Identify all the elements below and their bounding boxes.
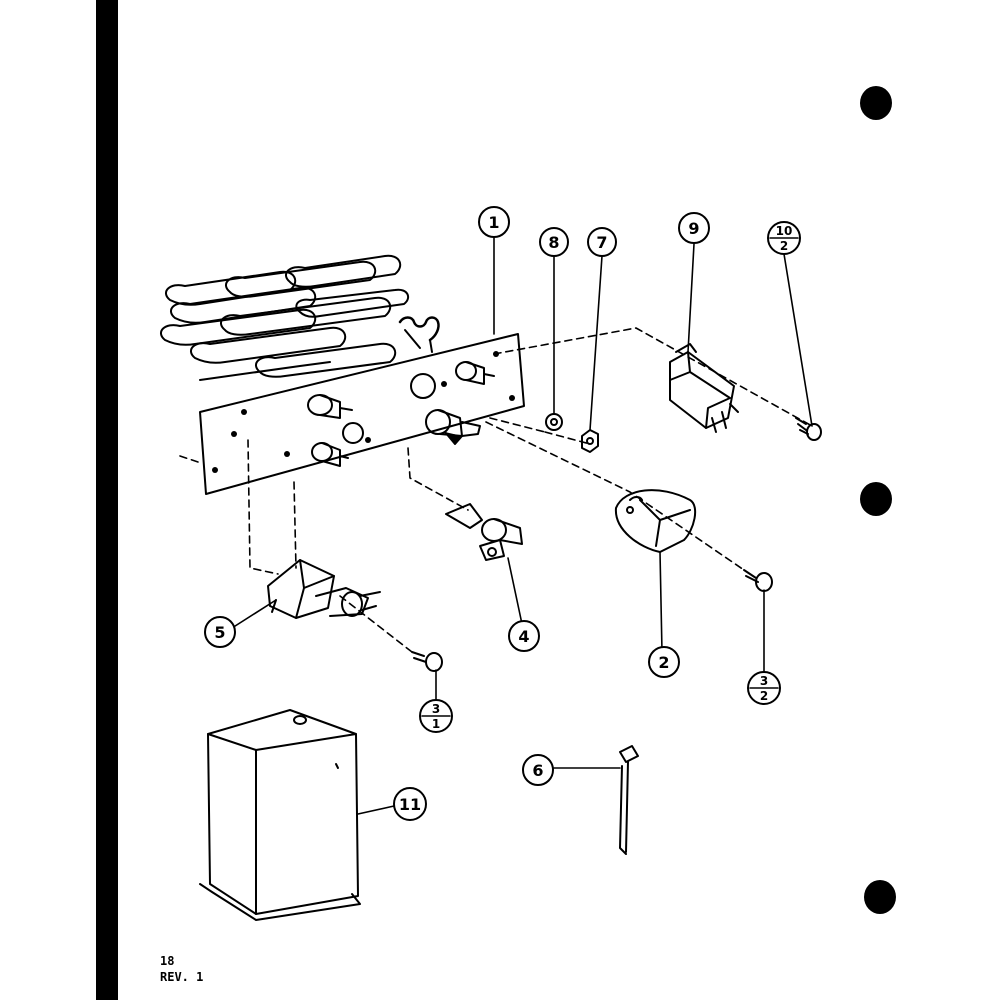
callout-label-10-2-bottom: 2 (780, 239, 788, 253)
relay-part-9 (669, 343, 739, 433)
switch-part-5 (267, 559, 381, 619)
plate-hole-4 (212, 467, 218, 473)
plate-knockout-2 (410, 373, 436, 399)
key-part-6 (619, 745, 639, 855)
punch-hole-bottom (864, 880, 896, 914)
screw-part-3-2 (743, 569, 773, 592)
callout-label-9: 9 (688, 219, 699, 238)
callout-label-7: 7 (596, 233, 607, 252)
callout-label-11: 11 (399, 795, 421, 814)
plate-hole-2 (231, 431, 237, 437)
callout-label-8: 8 (548, 233, 559, 252)
callout-label-1: 1 (488, 213, 499, 232)
screw-part-3-1 (411, 651, 443, 672)
callout-label-3-2-top: 3 (760, 674, 768, 688)
callout-label-10-2-top: 10 (776, 224, 793, 238)
punch-hole-middle (860, 482, 892, 516)
nut-part-7 (581, 429, 599, 453)
callout-leaders (231, 235, 813, 815)
mounted-thermal-fuse (425, 409, 481, 445)
callout-label-3-2-bottom: 2 (760, 689, 768, 703)
binder-edge (96, 0, 118, 1000)
plate-hole-5 (365, 437, 371, 443)
thermostat-part-2 (614, 489, 697, 553)
callout-label-3-1-top: 3 (432, 702, 440, 716)
callout-label-5: 5 (214, 623, 225, 642)
mounted-limit-switch-1 (307, 394, 353, 419)
page-number: 18 (160, 954, 175, 968)
terminal-plate (199, 333, 525, 495)
callout-label-4: 4 (518, 627, 529, 646)
plate-hole-1 (241, 409, 247, 415)
punch-hole-top (860, 86, 892, 120)
fuse-link-part-4 (445, 503, 523, 561)
callout-label-3-1-bottom: 1 (432, 717, 440, 731)
fraction-bars (421, 237, 799, 717)
callout-circles (204, 206, 801, 821)
cover-box-part-11 (199, 709, 361, 921)
plate-hole-7 (509, 395, 515, 401)
plate-hole-8 (441, 381, 447, 387)
plate-hole-3 (284, 451, 290, 457)
revision-label: REV. 1 (160, 970, 204, 984)
mounted-limit-switch-2 (311, 442, 349, 467)
screw-part-10-2 (795, 417, 822, 441)
callout-label-2: 2 (658, 653, 669, 672)
callout-label-6: 6 (532, 761, 543, 780)
plate-knockout-1 (342, 422, 364, 444)
assembly-leader-lines (179, 327, 813, 653)
mounted-limit-switch-3 (455, 361, 495, 385)
heating-element-coils (160, 254, 440, 381)
washer-part-8 (545, 413, 563, 431)
